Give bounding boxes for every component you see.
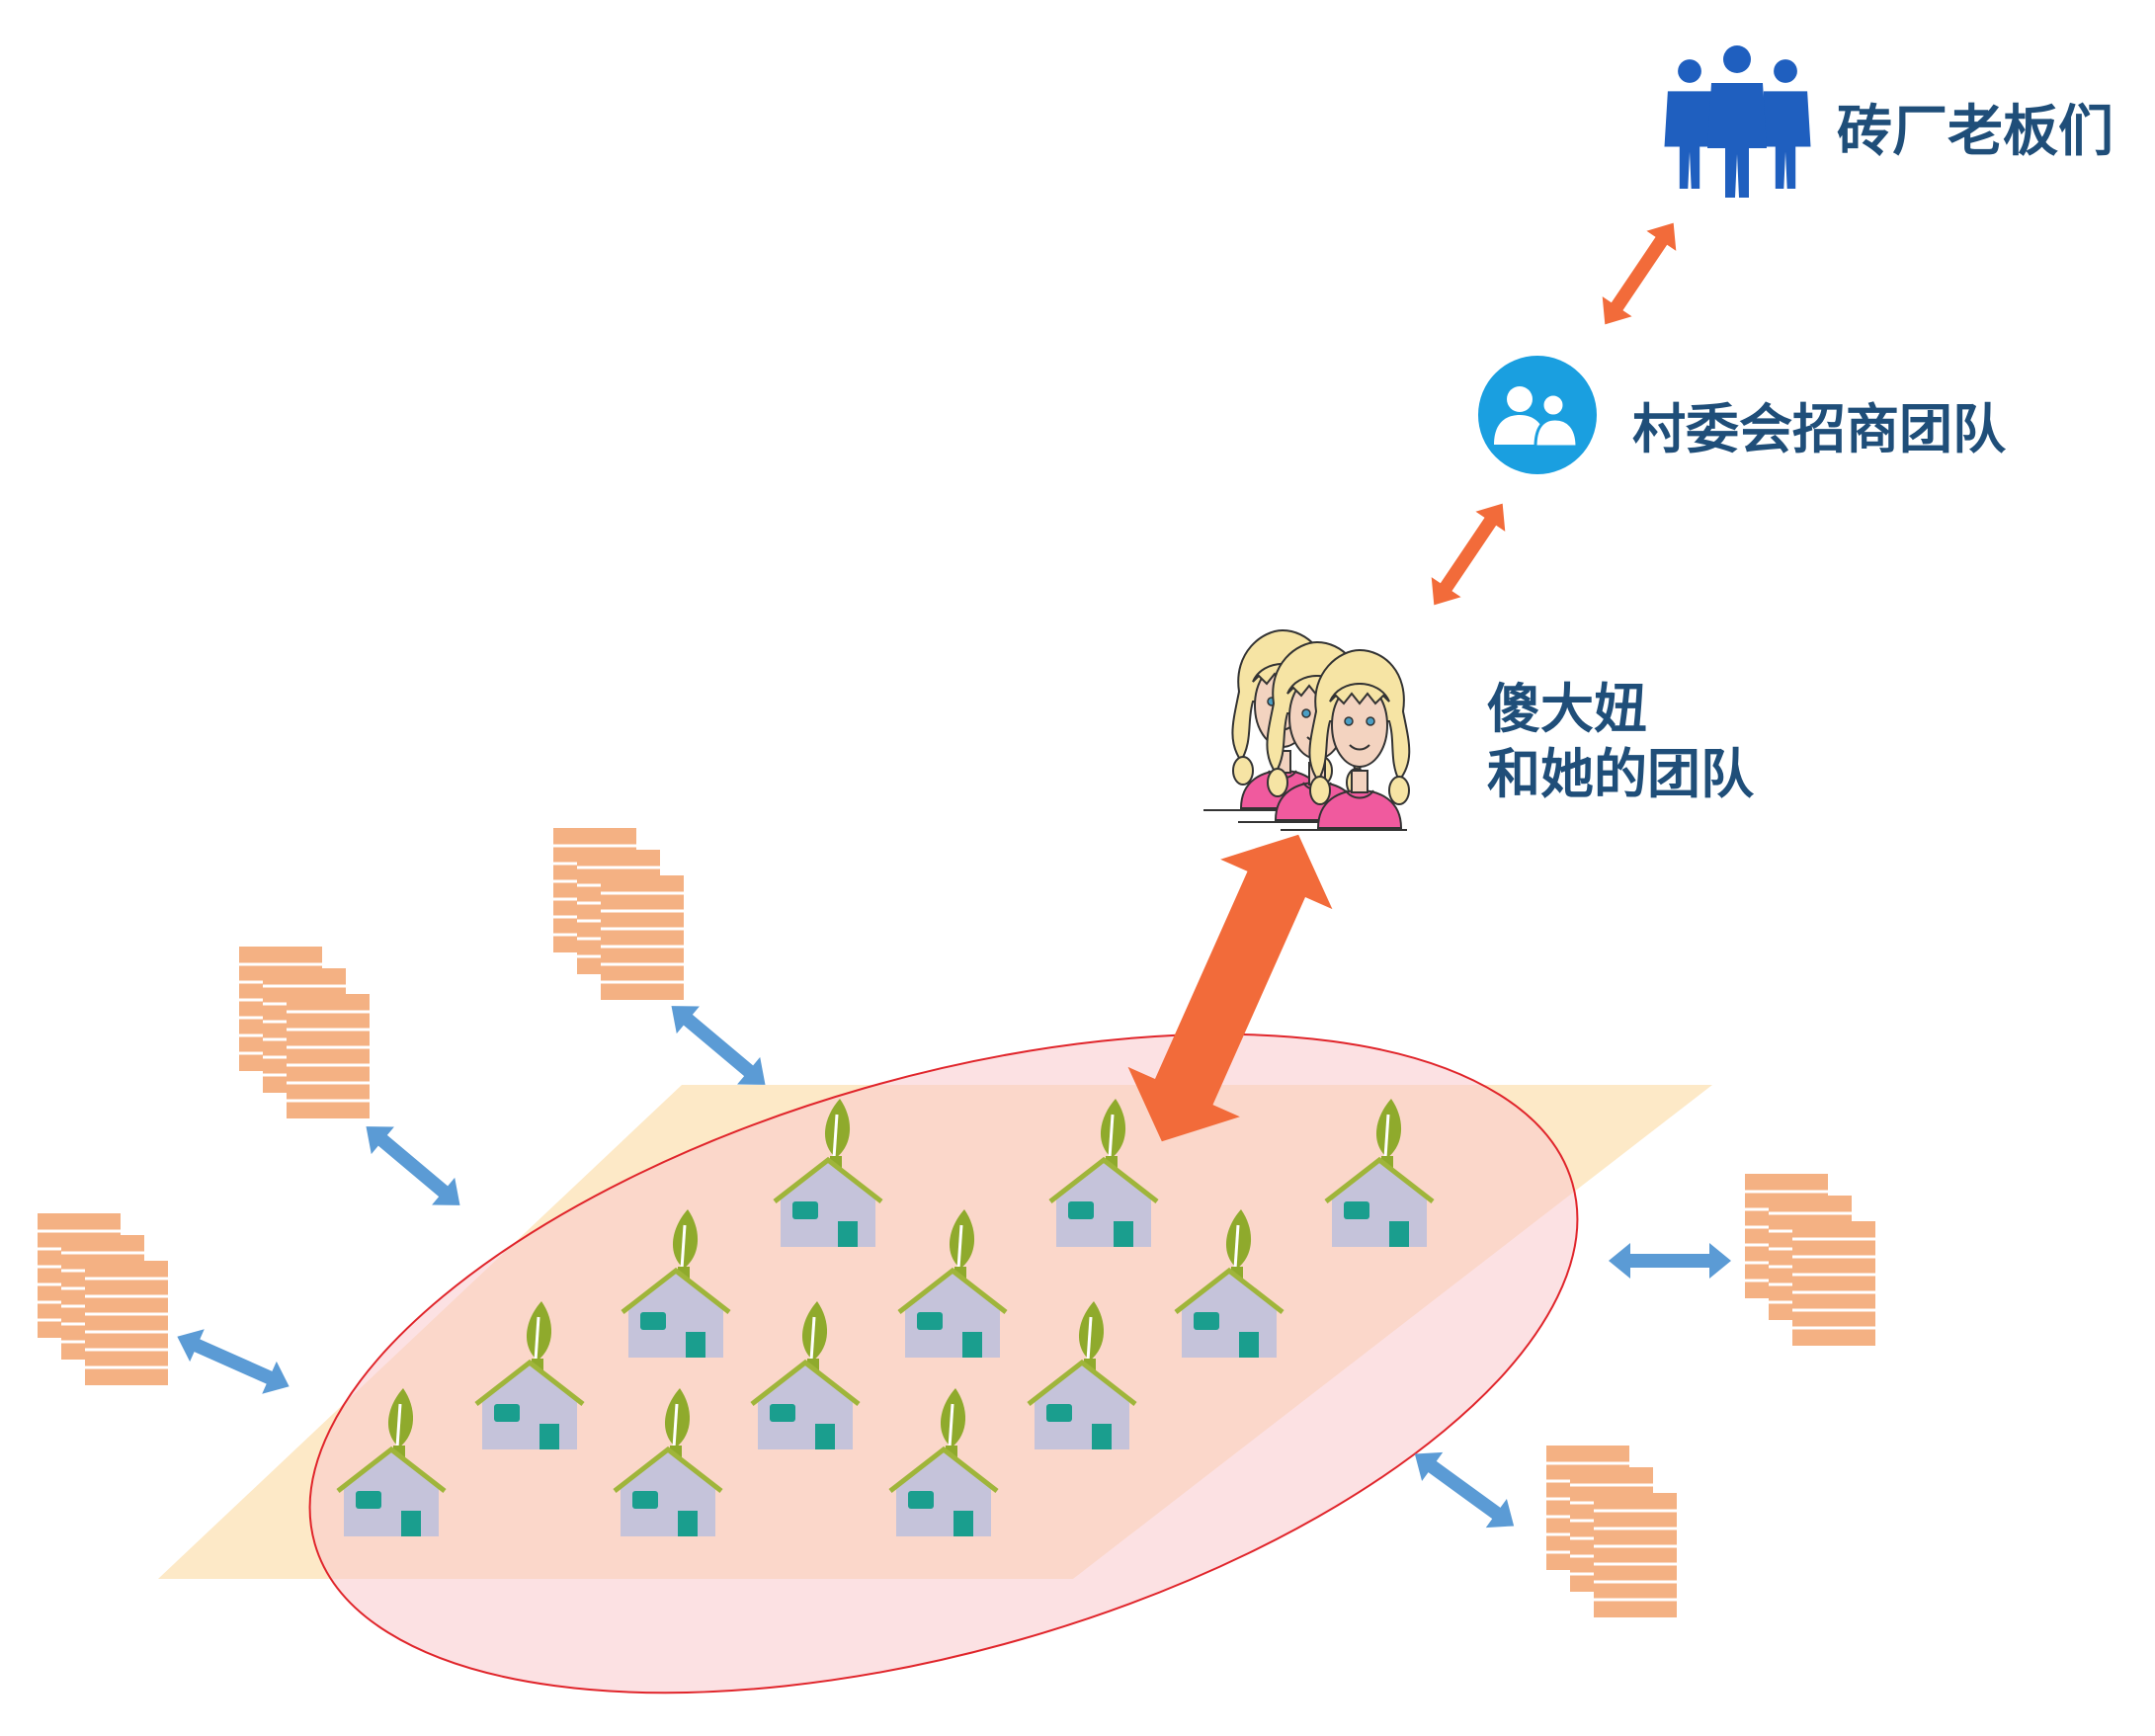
brick-stack-icon [1745, 1174, 1875, 1346]
orange-double-arrow [1419, 493, 1518, 616]
girl-team-label-line2: 和她的团队 [1487, 743, 1754, 805]
bosses-label: 砖厂老板们 [1837, 100, 2114, 164]
blue-double-arrow [354, 1113, 472, 1219]
blue-double-arrow [659, 992, 778, 1099]
recruitment-team-label: 村委会招商团队 [1632, 398, 2006, 460]
brick-stack-icon [553, 828, 684, 1000]
girl-team-label-line1: 傻大妞 [1487, 678, 1647, 740]
blue-double-arrow [1609, 1243, 1731, 1279]
blue-double-arrow [170, 1320, 296, 1403]
blonde-girls-icon [1202, 629, 1411, 831]
orange-double-arrow [1590, 212, 1689, 335]
brick-stack-icon [239, 947, 370, 1118]
users-circle-icon [1478, 356, 1597, 474]
brick-stack-icon [1546, 1446, 1677, 1617]
girl-team-label: 傻大妞 和她的团队 [1487, 677, 1754, 807]
business-people-icon [1664, 45, 1811, 198]
brick-stack-icon [38, 1213, 168, 1385]
blue-double-arrow [1404, 1439, 1525, 1541]
large-orange-double-arrow [1127, 834, 1333, 1142]
